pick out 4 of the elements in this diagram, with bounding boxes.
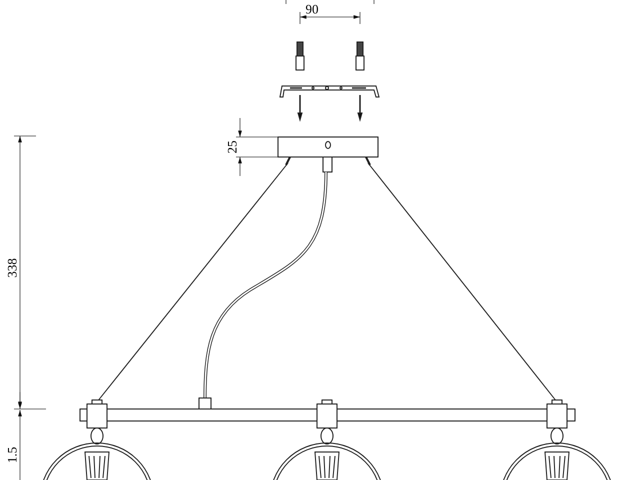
dimension-label: 1.5 [6,446,18,464]
dimension-label: 338 [6,258,18,278]
dimension-label: 25 [226,140,238,154]
dimension-label: 90 [306,2,318,16]
